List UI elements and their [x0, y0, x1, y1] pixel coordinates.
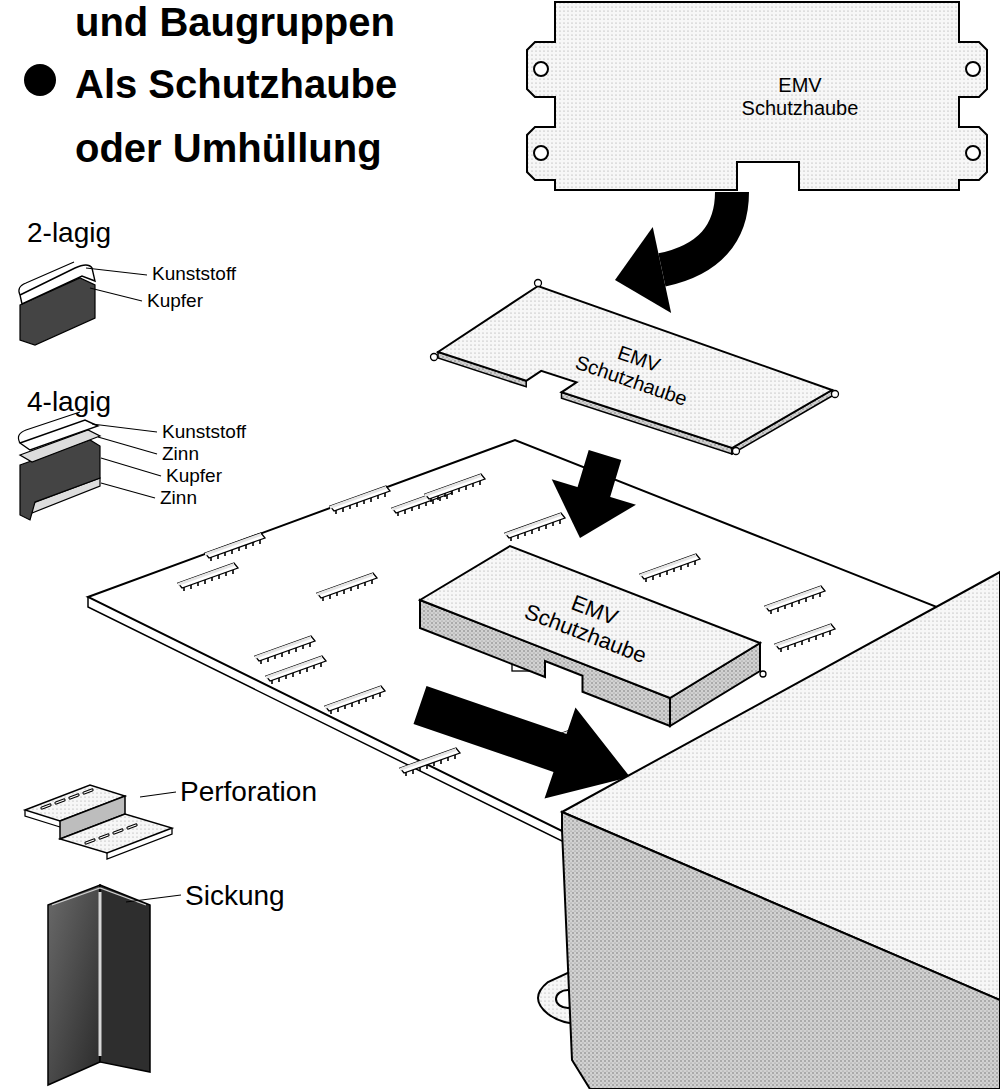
- heading: und Baugruppen: [75, 2, 395, 42]
- node-text-box: EMV Schutzhaube: [735, 74, 865, 120]
- variant-label: 4-lagig: [27, 386, 111, 418]
- mounting-hole: [534, 62, 548, 76]
- leader-line: [140, 792, 176, 797]
- hood-template-outline: [527, 2, 987, 190]
- plastic-layer: [20, 265, 95, 304]
- layer-curl: [19, 262, 74, 295]
- arrow-shaft: [662, 192, 732, 270]
- perforation-slots: [42, 790, 136, 843]
- block-arrow: [615, 192, 732, 313]
- part-label: Sickung: [185, 880, 285, 912]
- heading-bullet-text: Als Schutzhaube oder Umhüllung: [75, 52, 435, 180]
- angle-face: [48, 885, 100, 1085]
- label-box: Kunststoff: [152, 263, 236, 285]
- flange-hole: [733, 448, 740, 455]
- flange-hole: [760, 671, 766, 677]
- ic-chip: [325, 686, 385, 714]
- label-box: Kunststoff: [162, 421, 246, 443]
- angle-face: [100, 885, 150, 1072]
- label-box: Kupfer: [166, 465, 222, 487]
- ic-chip: [255, 636, 315, 664]
- mounting-hole: [966, 146, 980, 160]
- flange-hole: [535, 280, 542, 287]
- insert-arrow: [414, 686, 631, 798]
- arrow-shaft: [594, 455, 605, 492]
- leader-line: [98, 437, 157, 454]
- mounting-hole: [534, 146, 548, 160]
- flange-hole: [832, 391, 839, 398]
- folded-hood: EMV Schutzhaube: [430, 280, 840, 455]
- hood-top: [438, 286, 832, 448]
- ic-chip: [765, 586, 825, 614]
- flat-hood-template: EMV Schutzhaube: [527, 2, 987, 192]
- label-box: und Baugruppen: [75, 2, 395, 42]
- ic-chip: [775, 624, 835, 652]
- node-text: EMV Schutzhaube: [735, 74, 865, 120]
- housing-front: [562, 812, 1000, 1089]
- flange-hole: [431, 354, 438, 361]
- ic-chip: [640, 554, 700, 582]
- label-box: Sickung: [185, 880, 285, 912]
- layer-label: Kupfer: [147, 290, 203, 312]
- mounted-hood: EMV Schutzhaube: [415, 538, 765, 728]
- bullet-dot: [24, 64, 56, 96]
- label-box: Zinn: [160, 487, 197, 509]
- layer-label: Zinn: [162, 443, 199, 465]
- variant-label: 2-lagig: [27, 217, 111, 249]
- ic-chip: [205, 533, 265, 561]
- label-box: 4-lagig: [27, 386, 111, 418]
- leader-line: [101, 458, 161, 476]
- ic-chip: [317, 573, 377, 601]
- label-box: Als Schutzhaube oder Umhüllung: [75, 52, 435, 180]
- leader-line: [126, 895, 181, 902]
- ic-chip: [266, 656, 326, 684]
- leader-line: [86, 268, 147, 275]
- ic-chip: [505, 513, 565, 541]
- layer-label: Kunststoff: [152, 263, 236, 285]
- ic-chip: [425, 474, 485, 502]
- arrow-head: [615, 227, 671, 313]
- label-box: Zinn: [162, 443, 199, 465]
- leader-line: [90, 288, 142, 301]
- layer-label: Kunststoff: [162, 421, 246, 443]
- hood-top: [420, 546, 760, 698]
- bead-line: [99, 892, 102, 1056]
- part-label: Perforation: [180, 776, 317, 808]
- label-box: 2-lagig: [27, 217, 111, 249]
- plastic-layer: [20, 420, 98, 450]
- leader-line: [101, 483, 155, 498]
- label-box: Perforation: [180, 776, 317, 808]
- ic-chip: [400, 748, 460, 776]
- perforation-slots: [42, 790, 136, 843]
- mounting-hole: [966, 62, 980, 76]
- ic-chip: [330, 486, 390, 514]
- label-box: Kupfer: [147, 290, 203, 312]
- block-arrow: [552, 455, 636, 538]
- ic-chip: [178, 563, 238, 591]
- leader-line: [92, 424, 157, 432]
- layer-label: Zinn: [160, 487, 197, 509]
- layer-label: Kupfer: [166, 465, 222, 487]
- arrow-head: [552, 479, 636, 538]
